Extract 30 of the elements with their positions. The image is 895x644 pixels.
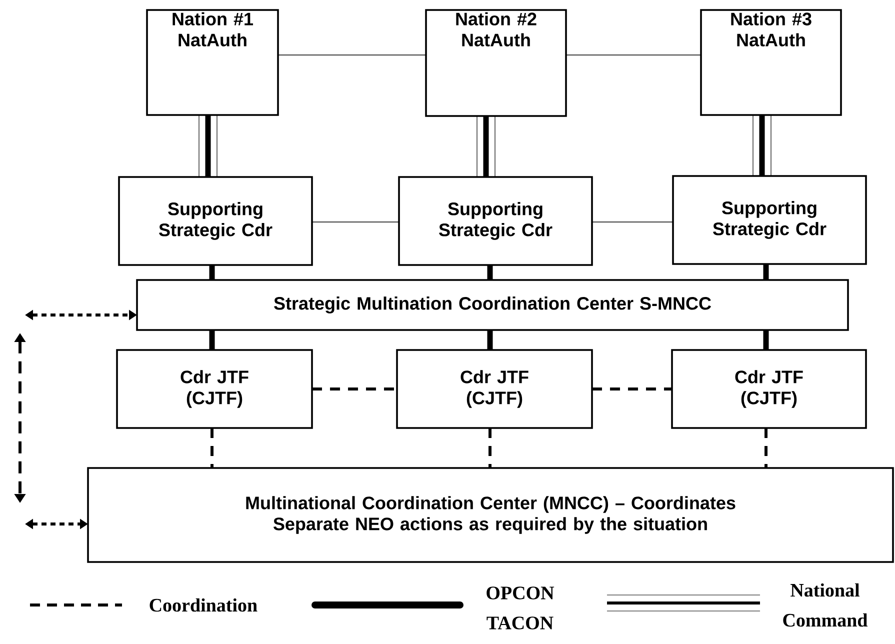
connector-line bbox=[278, 54, 426, 56]
legend-text: OPCON TACON bbox=[486, 586, 554, 630]
center-box: Multinational Coordination Center (MNCC) – Coordinates Separate NEO actions as required by the situation bbox=[87, 467, 894, 563]
commander-box: Supporting Strategic Cdr bbox=[672, 175, 867, 265]
connector-line bbox=[763, 330, 769, 350]
commander-box: Cdr JTF (CJTF) bbox=[116, 349, 313, 429]
legend-text: National Command bbox=[783, 583, 868, 627]
commander-box: Supporting Strategic Cdr bbox=[118, 176, 313, 266]
nation-box: Nation #3 NatAuth bbox=[700, 9, 842, 116]
connector-line bbox=[592, 388, 672, 390]
connector-line bbox=[487, 265, 493, 280]
center-box: Strategic Multination Coordination Center S-MNCC bbox=[136, 279, 849, 331]
connector-line bbox=[487, 330, 493, 350]
nation-box: Nation #2 NatAuth bbox=[425, 9, 567, 117]
connector-line bbox=[764, 428, 768, 468]
connector-line bbox=[209, 330, 215, 350]
commander-box: Cdr JTF (CJTF) bbox=[396, 349, 593, 429]
command-line bbox=[198, 114, 218, 178]
command-line bbox=[476, 116, 496, 178]
connector-line bbox=[566, 54, 702, 56]
connector-line bbox=[488, 428, 492, 468]
commander-box: Cdr JTF (CJTF) bbox=[671, 349, 867, 429]
connector-line bbox=[312, 388, 397, 390]
connector-line bbox=[210, 428, 214, 468]
connector-line bbox=[209, 265, 215, 280]
legend-text: Coordination bbox=[150, 598, 258, 612]
connector-line bbox=[763, 264, 769, 280]
commander-box: Supporting Strategic Cdr bbox=[398, 176, 593, 266]
command-line bbox=[752, 114, 772, 176]
nation-box: Nation #1 NatAuth bbox=[146, 9, 279, 116]
